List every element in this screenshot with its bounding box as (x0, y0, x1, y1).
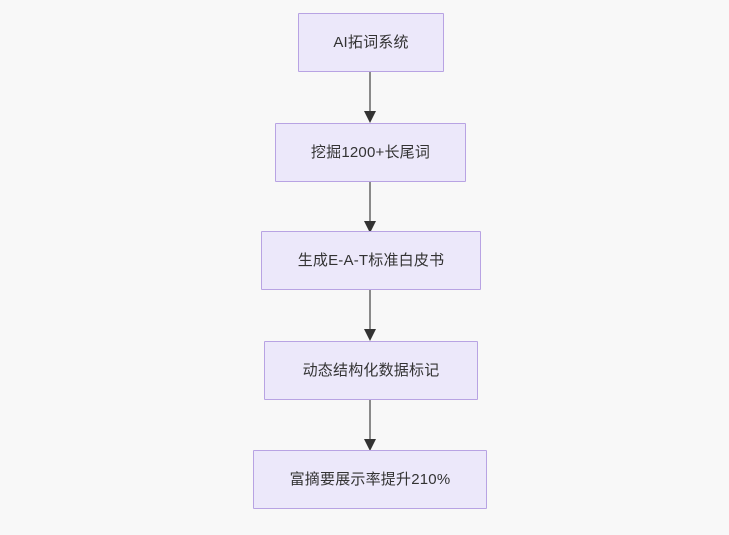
arrowhead-icon (364, 329, 376, 341)
flow-node-mine-longtail-keywords[interactable]: 挖掘1200+长尾词 (275, 123, 466, 182)
flow-node-label: 生成E-A-T标准白皮书 (297, 251, 445, 269)
edge-node3-to-node4 (364, 290, 376, 341)
flow-node-label: AI拓词系统 (333, 33, 409, 51)
flow-node-ai-keyword-system[interactable]: AI拓词系统 (298, 13, 444, 72)
edge-node1-to-node2 (364, 72, 376, 123)
flow-node-rich-snippet-impression-uplift[interactable]: 富摘要展示率提升210% (253, 450, 487, 509)
flow-node-label: 富摘要展示率提升210% (289, 470, 451, 488)
arrowhead-icon (364, 111, 376, 123)
flow-node-label: 动态结构化数据标记 (302, 361, 440, 379)
flow-node-label: 挖掘1200+长尾词 (310, 143, 431, 161)
flow-node-generate-eat-whitepaper[interactable]: 生成E-A-T标准白皮书 (261, 231, 481, 290)
edge-node4-to-node5 (364, 400, 376, 451)
flow-node-dynamic-structured-data-markup[interactable]: 动态结构化数据标记 (264, 341, 478, 400)
edge-node2-to-node3 (364, 182, 376, 233)
